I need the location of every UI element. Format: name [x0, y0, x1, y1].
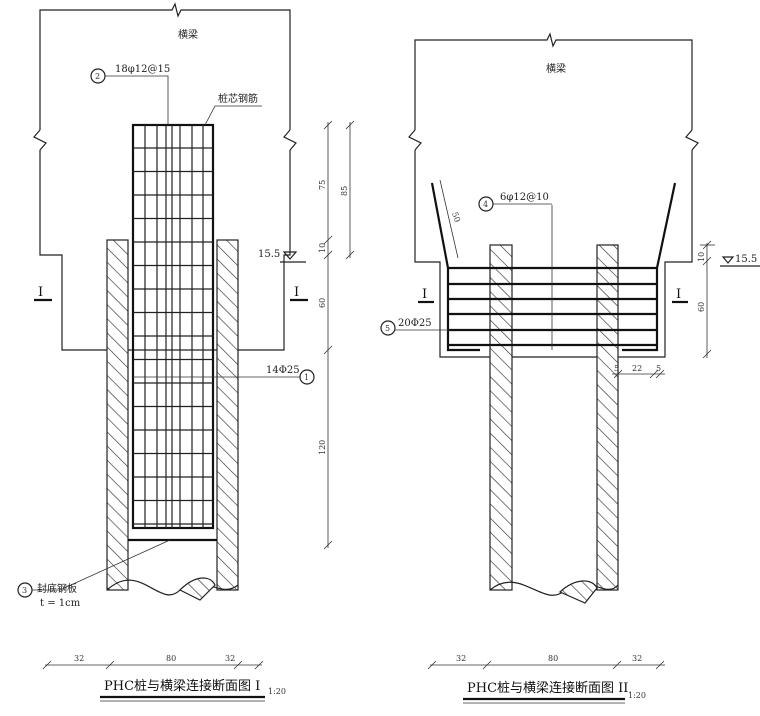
- beam-label-2: 横梁: [546, 62, 566, 75]
- dim-bottom-80-2: 80: [548, 654, 558, 663]
- callout-5-text: 20Φ25: [398, 318, 432, 329]
- core-rebar-label: 桩芯钢筋: [218, 92, 258, 105]
- small-dimensions: 5 22 5: [612, 364, 665, 379]
- beam-label: 横梁: [178, 28, 198, 41]
- callout-3-circle: [17, 582, 33, 598]
- break-symbol: [33, 129, 297, 151]
- dim-60: 60: [318, 298, 327, 308]
- bent-bar-right: [622, 182, 677, 352]
- vertical-dimensions: 75 85 10 60 120: [318, 120, 355, 550]
- bottom-dimensions: 32 80 32: [42, 654, 264, 670]
- dim-bottom-32b: 32: [225, 654, 235, 663]
- elevation-text-2: 15.5: [735, 254, 757, 265]
- pile-wall-right-2: [596, 244, 619, 591]
- callout-1-number: 1: [304, 373, 309, 382]
- callout-4-text: 6φ12@10: [500, 192, 549, 203]
- bent-dim: 50: [450, 211, 462, 223]
- pile-wall-right: [216, 239, 239, 591]
- callout-3-text: 封底钢板: [37, 582, 77, 595]
- cage-outline: [131, 123, 215, 530]
- section-mark-left: I: [38, 285, 43, 300]
- dim-22: 22: [632, 364, 642, 373]
- beam-outline-2: [414, 32, 693, 358]
- pile-break-hatch: [178, 577, 216, 601]
- section-drawing-1: 横梁 2 18φ12@15 桩芯钢筋 15.5 I I 14Φ25 1 3 封底…: [17, 2, 355, 702]
- section-mark-right-2: I: [676, 287, 681, 302]
- dim-10: 10: [318, 243, 327, 253]
- callout-2-text: 18φ12@15: [115, 64, 170, 75]
- dim-120: 120: [318, 440, 327, 455]
- elevation-text: 15.5: [258, 249, 280, 260]
- callout-5-circle: [380, 320, 396, 336]
- rebar-cage: [131, 123, 215, 530]
- dim-5b: 5: [656, 364, 661, 373]
- dim-5a: 5: [614, 364, 619, 373]
- dim-85: 85: [340, 186, 349, 196]
- drawing-scale-2: 1:20: [628, 691, 646, 700]
- dim-bottom-32a: 32: [74, 654, 84, 663]
- section-mark-right: I: [294, 285, 299, 300]
- callout-1-circle: [299, 369, 315, 385]
- callout-4-number: 4: [483, 200, 488, 209]
- callout-3-number: 3: [22, 586, 27, 595]
- callout-3-sub: t = 1cm: [40, 598, 81, 609]
- pile-wall-left-2: [489, 244, 513, 591]
- beam-outline: [39, 2, 291, 351]
- vertical-dimensions-2: 10 60: [697, 240, 715, 359]
- section-mark-left-2: I: [422, 287, 427, 302]
- elevation-triangle-icon-2: [720, 256, 760, 267]
- dim-bottom-32a-2: 32: [456, 654, 466, 663]
- pile-wall-left: [106, 239, 129, 591]
- section-drawing-2: 横梁 50 4 6φ12@10 5 20Φ25 I I 15.5: [380, 32, 760, 704]
- dim-10-2: 10: [697, 252, 706, 262]
- dim-75: 75: [318, 180, 327, 190]
- drawing-title-1: PHC桩与横梁连接断面图 I: [104, 678, 260, 694]
- elevation-triangle-icon: [280, 251, 306, 263]
- bottom-dimensions-2: 32 80 32: [427, 654, 665, 670]
- drawing-scale-1: 1:20: [268, 687, 286, 696]
- dim-bottom-80: 80: [166, 654, 176, 663]
- drawing-title-2: PHC桩与横梁连接断面图 II: [467, 680, 628, 696]
- callout-2-number: 2: [95, 72, 100, 81]
- break-symbol-2: [408, 129, 699, 151]
- dim-60-2: 60: [697, 302, 706, 312]
- pile-break-hatch-2: [558, 580, 598, 604]
- dim-bottom-32b-2: 32: [632, 654, 642, 663]
- callout-5-number: 5: [385, 324, 390, 333]
- bent-bar-left: [430, 182, 480, 352]
- horizontal-bars: [448, 266, 657, 347]
- callout-1-text: 14Φ25: [266, 365, 300, 376]
